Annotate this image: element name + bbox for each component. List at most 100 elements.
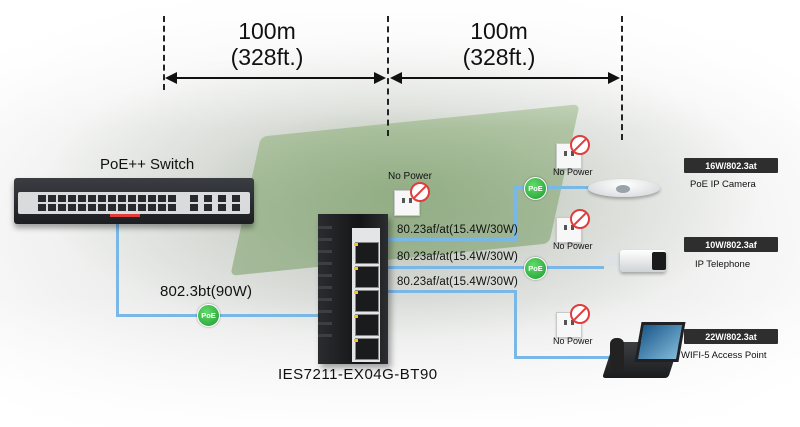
device-power-tag: 10W/802.3af — [684, 237, 778, 252]
poe-badge: PoE — [197, 304, 220, 327]
cable-riser-phone — [514, 290, 517, 358]
switch-port — [218, 204, 226, 211]
switch-port — [58, 204, 66, 211]
no-power-icon — [570, 209, 590, 229]
camera-mount — [604, 256, 622, 266]
switch-port — [138, 195, 146, 202]
switch-port — [148, 195, 156, 202]
switch-port — [38, 195, 46, 202]
distance-line-left — [175, 77, 375, 79]
distance-line-right — [400, 77, 610, 79]
device-name: IP Telephone — [695, 259, 751, 270]
switch-port — [88, 195, 96, 202]
switch-port — [108, 204, 116, 211]
arrow-right-icon — [608, 72, 620, 84]
switch-port — [78, 204, 86, 211]
device-power-tag: 22W/802.3at — [684, 329, 778, 344]
ip-phone-icon — [602, 322, 686, 380]
device-name: PoE IP Camera — [690, 179, 756, 190]
ethernet-port-icon — [355, 266, 379, 288]
cable-to-phone — [514, 356, 610, 359]
no-power-icon — [570, 135, 590, 155]
distance-meters: 100m — [470, 18, 528, 44]
switch-port — [48, 204, 56, 211]
switch-port — [158, 204, 166, 211]
switch-port — [168, 204, 176, 211]
no-power-label: No Power — [553, 241, 593, 251]
distance-feet: (328ft.) — [462, 44, 536, 70]
industrial-switch-front — [352, 228, 380, 362]
ethernet-port-icon — [355, 242, 379, 264]
switch-port — [218, 195, 226, 202]
switch-port — [108, 195, 116, 202]
switch-port — [78, 195, 86, 202]
port-cable-1 — [382, 238, 516, 241]
switch-port — [128, 195, 136, 202]
heatsink-fin — [318, 298, 332, 301]
heatsink-fin — [318, 334, 332, 337]
ethernet-port-icon — [355, 290, 379, 312]
switch-uplink-port — [110, 214, 140, 217]
port-standard-label-1: 80.23af/at(15.4W/30W) — [397, 224, 518, 236]
ethernet-port-icon — [355, 338, 379, 360]
cable-riser-camera — [514, 186, 517, 241]
heatsink-fin — [318, 274, 332, 277]
arrow-left-icon — [390, 72, 402, 84]
switch-port — [128, 204, 136, 211]
no-power-label: No Power — [553, 167, 593, 177]
camera-lens — [616, 185, 630, 193]
dome-camera-icon — [588, 173, 660, 203]
distance-label-right: 100m (328ft.) — [454, 18, 544, 70]
port-led — [354, 315, 358, 318]
bullet-camera-icon — [598, 242, 670, 278]
switch-port — [48, 195, 56, 202]
device-power-tag: 16W/802.3at — [684, 158, 778, 173]
distance-label-left: 100m (328ft.) — [222, 18, 312, 70]
no-power-icon — [410, 182, 430, 202]
uplink-cable-vertical — [116, 224, 119, 316]
port-led — [354, 339, 358, 342]
switch-port-panel — [18, 192, 250, 214]
switch-port — [118, 204, 126, 211]
arrow-right-icon — [374, 72, 386, 84]
distance-marker-middle — [387, 16, 389, 136]
heatsink-fin — [318, 250, 332, 253]
phone-screen — [634, 322, 686, 362]
distance-marker-right — [621, 16, 623, 140]
camera-front — [652, 252, 666, 270]
power-outlet-icon — [556, 217, 582, 243]
port-cable-3 — [382, 290, 516, 293]
switch-port — [138, 204, 146, 211]
switch-port — [204, 195, 212, 202]
distance-feet: (328ft.) — [230, 44, 304, 70]
port-standard-label-3: 80.23af/at(15.4W/30W) — [397, 276, 518, 288]
switch-port — [168, 195, 176, 202]
phone-handset — [610, 338, 624, 372]
poe-badge: PoE — [524, 257, 547, 280]
no-power-label: No Power — [553, 336, 593, 346]
port-led — [354, 291, 358, 294]
cable-to-bullet — [514, 266, 604, 269]
switch-port — [232, 195, 240, 202]
switch-port — [204, 204, 212, 211]
device-name: WIFI-5 Access Point — [681, 350, 767, 361]
industrial-switch — [318, 214, 388, 364]
port-standard-label-2: 80.23af/at(15.4W/30W) — [397, 251, 518, 263]
distance-meters: 100m — [238, 18, 296, 44]
switch-port — [98, 195, 106, 202]
switch-port — [190, 195, 198, 202]
switch-port — [88, 204, 96, 211]
switch-port — [118, 195, 126, 202]
uplink-standard-label: 802.3bt(90W) — [160, 283, 253, 300]
switch-port — [38, 204, 46, 211]
no-power-label: No Power — [388, 171, 432, 182]
heatsink-fin — [318, 226, 332, 229]
switch-port — [68, 195, 76, 202]
switch-port — [158, 195, 166, 202]
heatsink-fin — [318, 286, 332, 289]
uplink-cable-horizontal — [116, 314, 334, 317]
heatsink-fin — [318, 262, 332, 265]
switch-port — [190, 204, 198, 211]
cable-to-camera — [514, 186, 594, 189]
heatsink-fin — [318, 238, 332, 241]
